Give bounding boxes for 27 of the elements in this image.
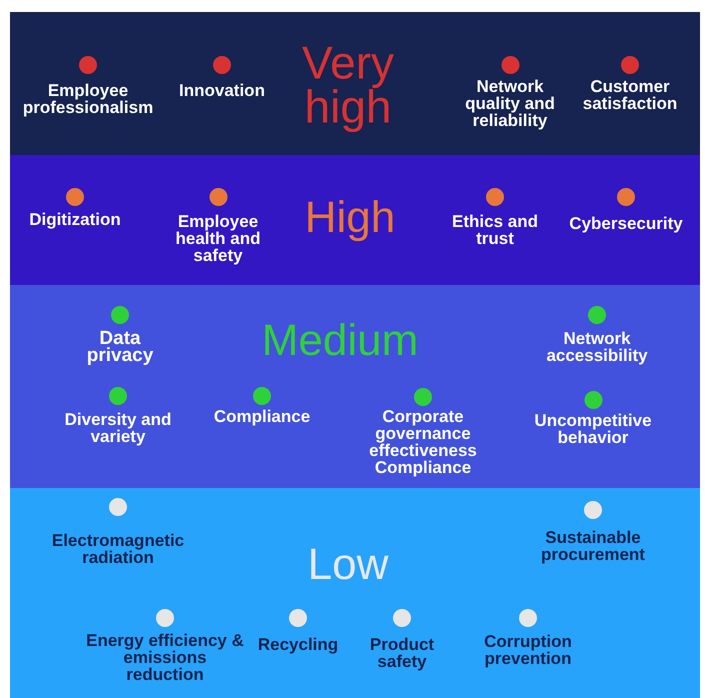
- item-label: Corruption prevention: [483, 633, 573, 667]
- item-label: Network quality and reliability: [464, 78, 556, 129]
- band-panel: [10, 285, 700, 488]
- item-label: Product safety: [368, 636, 436, 670]
- item-label: Network accessibility: [545, 330, 649, 364]
- item-label: Data privacy: [86, 330, 154, 364]
- item-label: Innovation: [178, 82, 266, 99]
- band-panel: [10, 12, 700, 155]
- item-label: Digitization: [28, 211, 122, 228]
- item-label: Diversity and variety: [64, 411, 172, 445]
- band-panel: [10, 488, 700, 698]
- level-heading: Medium: [260, 320, 420, 362]
- item-label: Energy efficiency & emissions reduction: [85, 632, 245, 683]
- item-label: Employee health and safety: [174, 213, 262, 264]
- item-label: Recycling: [256, 636, 340, 653]
- item-label: Employee professionalism: [22, 82, 154, 116]
- item-label: Uncompetitive behavior: [533, 412, 653, 446]
- level-heading: High: [304, 197, 396, 239]
- item-label: Customer satisfaction: [582, 78, 678, 112]
- level-heading: Low: [306, 544, 390, 586]
- item-label: Sustainable procurement: [540, 529, 646, 563]
- item-label: Cybersecurity: [568, 215, 684, 232]
- item-label: Electromagnetic radiation: [50, 532, 186, 566]
- band-panel: [10, 155, 700, 285]
- item-label: Ethics and trust: [451, 213, 539, 247]
- item-label: Corporate governance effectiveness Compliance: [368, 408, 478, 476]
- item-label: Compliance: [212, 408, 312, 425]
